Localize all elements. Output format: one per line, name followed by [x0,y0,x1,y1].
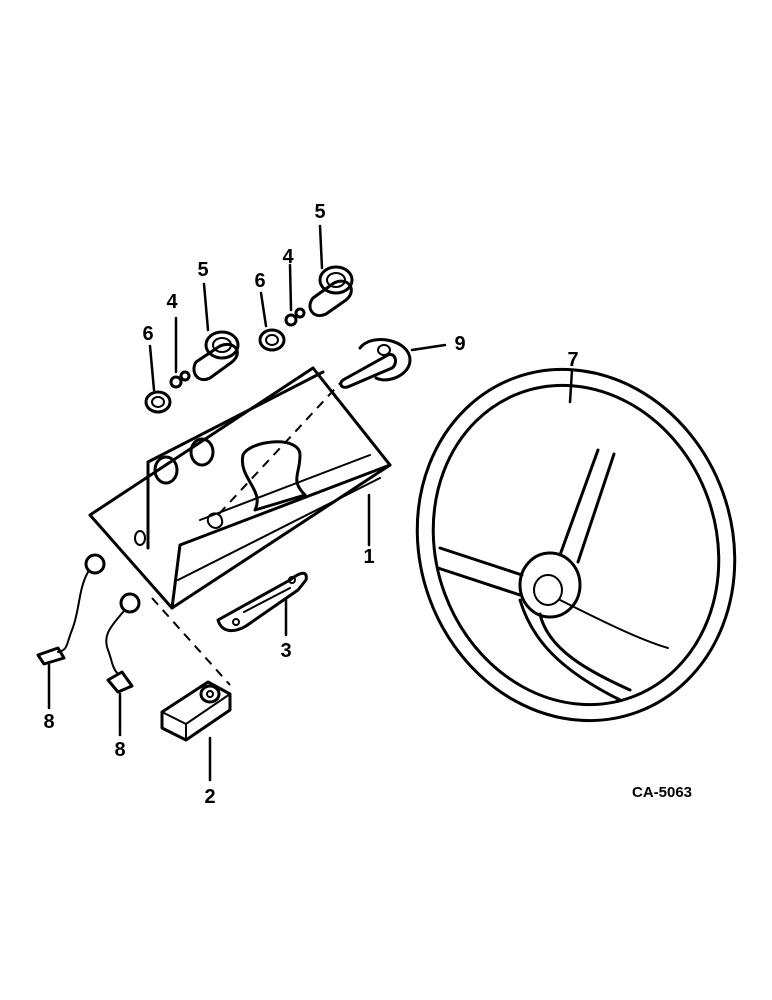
block-part [160,680,232,742]
callout-4-right: 4 [282,246,294,268]
callout-5-left: 5 [197,259,208,281]
callout-6-right: 6 [254,270,265,292]
steering-wheel-part [415,367,737,723]
callout-5-right: 5 [314,201,325,223]
callout-3: 3 [280,640,291,662]
bracket-part [216,571,308,632]
callout-4-left: 4 [166,291,178,313]
callout-2: 2 [204,786,215,808]
leader-lines [47,224,574,782]
callout-8-left: 8 [43,711,54,733]
callout-6-left: 6 [142,323,153,345]
lamp-part-left [36,553,106,666]
switch-part [339,338,412,389]
callout-8-right: 8 [114,739,125,761]
bushing-part-right [258,265,354,352]
housing-part [88,366,392,610]
callout-1: 1 [363,546,374,568]
bushing-part-left [144,330,240,414]
drawing-number: CA-5063 [632,784,692,801]
lamp-part-right [105,592,141,694]
assembly-line-2 [151,597,231,686]
callout-7: 7 [567,349,578,371]
assembly-line-9 [217,377,346,516]
callout-9: 9 [454,333,465,355]
